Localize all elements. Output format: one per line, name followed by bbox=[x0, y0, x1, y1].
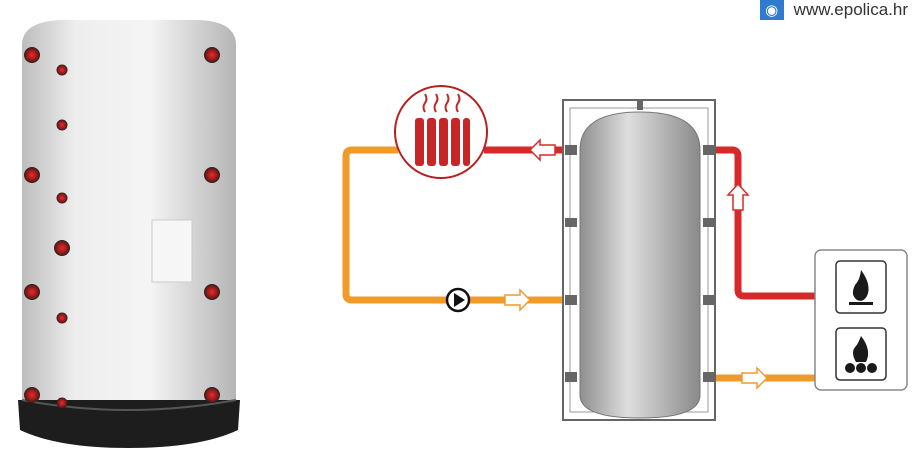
solid-fuel-fire-icon bbox=[845, 336, 877, 373]
heat-source-panel bbox=[814, 249, 908, 391]
watermark-url: www.epolica.hr bbox=[793, 0, 908, 19]
globe-icon: ◉ bbox=[759, 0, 784, 20]
radiator-icon bbox=[394, 85, 488, 179]
gas-flame-icon bbox=[852, 270, 869, 301]
product-label bbox=[151, 219, 193, 283]
product-tank bbox=[18, 20, 240, 448]
port-icons bbox=[24, 47, 220, 409]
pump-icon bbox=[445, 287, 471, 313]
flow-arrows bbox=[504, 138, 769, 390]
schematic-tank bbox=[562, 99, 716, 421]
watermark: ◉ www.epolica.hr bbox=[759, 0, 908, 20]
